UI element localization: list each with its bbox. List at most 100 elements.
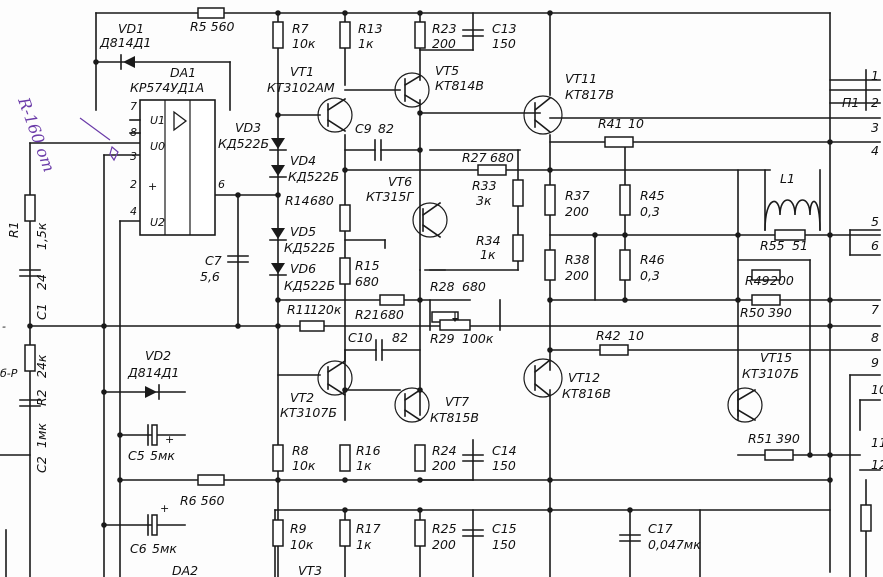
r25-body xyxy=(414,519,426,547)
label-vt1: VT1 xyxy=(290,64,314,79)
label-r8: R8 xyxy=(292,443,309,458)
r51-body xyxy=(764,449,794,461)
label-c5-val: 5мк xyxy=(150,448,175,463)
r37-body xyxy=(544,184,556,216)
r38-body xyxy=(544,249,556,281)
label-r8-val: 10к xyxy=(292,458,316,473)
label-vd3: VD3 xyxy=(235,120,261,135)
label-c1: C1 xyxy=(34,303,49,320)
label-r41: R41 xyxy=(598,116,623,131)
r55-body xyxy=(774,229,806,241)
r27-body xyxy=(477,164,507,176)
label-r15: R15 xyxy=(355,258,380,273)
label-vt15: VT15 xyxy=(760,350,792,365)
r1-body xyxy=(24,194,36,222)
label-vd1: VD1 xyxy=(118,21,144,36)
label-r9-val: 10к xyxy=(290,537,314,552)
label-r41-val: 10 xyxy=(628,116,644,131)
label-r49: R49 xyxy=(745,273,770,288)
conn-7: 7 xyxy=(871,302,879,317)
label-vt11: VT11 xyxy=(565,71,597,86)
label-vt2-type: КТ3107Б xyxy=(280,405,337,420)
r7-body xyxy=(272,21,284,49)
pin-plus: + xyxy=(148,180,157,193)
label-r42-val: 10 xyxy=(628,328,644,343)
conn-6: 6 xyxy=(871,238,879,253)
label-r51: R51 xyxy=(748,431,773,446)
opamp-da1 xyxy=(129,99,216,236)
label-r50-val: 390 xyxy=(768,305,792,320)
left-mark: - xyxy=(2,320,6,333)
label-c15-val: 150 xyxy=(492,537,516,552)
label-r49-val: 200 xyxy=(770,273,794,288)
label-vt12-type: КТ816В xyxy=(562,386,611,401)
label-vt6: VT6 xyxy=(388,174,412,189)
label-r37-val: 200 xyxy=(565,204,589,219)
label-c10: C10 xyxy=(348,330,373,345)
label-vt3: VT3 xyxy=(298,563,322,577)
connector-pins: 1 2 3 4 5 6 7 8 9 10 11 12 xyxy=(871,68,883,472)
label-c17: C17 xyxy=(648,521,673,536)
conn-11: 11 xyxy=(871,435,883,450)
label-da2: DA2 xyxy=(172,563,198,577)
label-r46: R46 xyxy=(640,252,665,267)
label-vd2-type: Д814Д1 xyxy=(127,365,179,380)
r21-body xyxy=(379,294,405,306)
r11-body xyxy=(299,320,325,332)
label-vd3-type: КД522Б xyxy=(218,136,269,151)
label-r51-val: 390 xyxy=(776,431,800,446)
label-c2: C2 xyxy=(34,456,49,473)
label-da1-type: КР574УД1А xyxy=(130,80,204,95)
label-r7: R7 xyxy=(292,21,309,36)
label-c7: C7 xyxy=(205,253,222,268)
left-label: б-Р xyxy=(0,367,18,380)
conn-5: 5 xyxy=(871,214,879,229)
label-r15-val: 680 xyxy=(355,274,379,289)
label-vd5-type: КД522Б xyxy=(284,240,335,255)
label-c6-val: 5мк xyxy=(152,541,177,556)
r8-body xyxy=(272,444,284,472)
label-c13-val: 150 xyxy=(492,36,516,51)
label-r37: R37 xyxy=(565,188,590,203)
label-r28: R28 xyxy=(430,279,455,294)
label-da1: DA1 xyxy=(170,65,196,80)
label-r16-val: 1к xyxy=(356,458,372,473)
r23-body xyxy=(414,21,426,49)
label-r13: R13 xyxy=(358,21,383,36)
r41-body xyxy=(604,136,634,148)
r6-body xyxy=(197,474,225,486)
c6-plus: + xyxy=(160,502,169,515)
label-c9-val: 82 xyxy=(378,121,394,136)
r46-body xyxy=(619,249,631,281)
label-r45: R45 xyxy=(640,188,665,203)
label-vd6: VD6 xyxy=(290,261,316,276)
label-r38: R38 xyxy=(565,252,590,267)
conn-8: 8 xyxy=(871,330,879,345)
label-r23-val: 200 xyxy=(432,36,456,51)
r49-body xyxy=(751,269,781,281)
label-r42: R42 xyxy=(596,328,621,343)
label-vd1-type: Д814Д1 xyxy=(99,35,151,50)
pin-6: 6 xyxy=(218,178,225,191)
label-c9: C9 xyxy=(355,121,372,136)
label-c7-val: 5,6 xyxy=(200,269,220,284)
label-vd4: VD4 xyxy=(290,153,316,168)
label-c14: C14 xyxy=(492,443,517,458)
label-r33-val: 3к xyxy=(476,193,492,208)
label-r33: R33 xyxy=(472,178,497,193)
label-r50: R50 xyxy=(740,305,765,320)
r15-body xyxy=(339,257,351,285)
label-c17-val: 0,047мк xyxy=(648,537,701,552)
label-r45-val: 0,3 xyxy=(640,204,660,219)
label-r24-val: 200 xyxy=(432,458,456,473)
label-r27: R27 xyxy=(462,150,487,165)
label-r11: R11 xyxy=(287,302,312,317)
inductor-l1 xyxy=(764,199,821,231)
label-r25-val: 200 xyxy=(432,537,456,552)
pin-4: 4 xyxy=(130,205,137,218)
label-c13: C13 xyxy=(492,21,517,36)
r-right-body xyxy=(860,504,872,532)
conn-1: 1 xyxy=(871,68,879,83)
label-vt7: VT7 xyxy=(445,394,469,409)
